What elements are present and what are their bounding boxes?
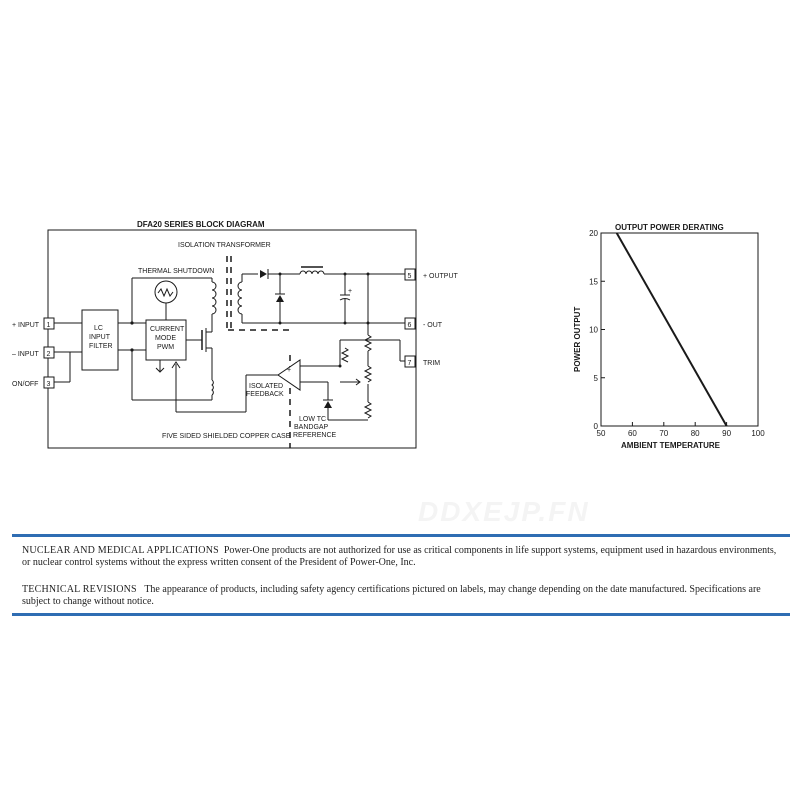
pin-5: 5 + OUTPUT — [404, 268, 459, 281]
x-tick-label: 90 — [722, 429, 731, 438]
technical-revisions-notice: TECHNICAL REVISIONS The appearance of pr… — [22, 584, 782, 608]
output-inductor — [299, 270, 325, 275]
bandgap-line-1: LOW TC — [299, 416, 326, 423]
y-tick-label: 0 — [594, 422, 599, 431]
y-tick-label: 15 — [589, 277, 598, 286]
thermal-shutdown-label: THERMAL SHUTDOWN — [138, 268, 214, 275]
notice-heading: NUCLEAR AND MEDICAL APPLICATIONS — [22, 545, 219, 556]
notices-section: NUCLEAR AND MEDICAL APPLICATIONS Power-O… — [12, 534, 790, 616]
y-tick-label: 5 — [594, 374, 599, 383]
feedback-amplifier: + ISOLATED FEEDBACK — [155, 359, 340, 413]
derating-line — [615, 232, 728, 427]
isolation-transformer-label: ISOLATION TRANSFORMER — [178, 242, 271, 249]
nuclear-medical-notice: NUCLEAR AND MEDICAL APPLICATIONS Power-O… — [22, 545, 782, 569]
pin-7-number: 7 — [408, 360, 412, 367]
pin-7: 7 TRIM — [404, 355, 440, 368]
notice-text-line-2: or nuclear control systems without the e… — [22, 557, 416, 568]
pin-6-number: 6 — [408, 322, 412, 329]
pwm-line-2: MODE — [155, 335, 176, 342]
notice-text-line-1: Power-One products are not authorized fo… — [223, 545, 777, 556]
bandgap-line-3: REFERENCE — [293, 432, 337, 439]
pin-2-number: 2 — [47, 351, 51, 358]
x-tick-label: 70 — [659, 429, 668, 438]
isolated-feedback-line-2: FEEDBACK — [246, 391, 284, 398]
notice-text-line-1: The appearance of products, including sa… — [144, 584, 761, 595]
pwm-line-1: CURRENT — [150, 326, 185, 333]
reference-network: LOW TC BANDGAP REFERENCE — [293, 321, 405, 439]
plot-frame — [600, 232, 759, 427]
notice-heading: TECHNICAL REVISIONS — [22, 584, 137, 595]
y-axis-label: POWER OUTPUT — [573, 307, 582, 372]
output-capacitor: + — [339, 272, 352, 325]
copper-case-label: FIVE SIDED SHIELDED COPPER CASE — [162, 433, 291, 440]
pin-6: 6 - OUT — [404, 317, 443, 330]
x-tick-label: 80 — [691, 429, 700, 438]
pin-1-label: + INPUT — [12, 322, 40, 329]
block-diagram-title: DFA20 SERIES BLOCK DIAGRAM — [137, 220, 265, 229]
pwm-block — [145, 319, 187, 361]
pin-3: ON/OFF 3 — [12, 376, 55, 389]
bottom-rule — [12, 613, 790, 616]
x-tick-label: 60 — [628, 429, 637, 438]
pin-1-number: 1 — [47, 322, 51, 329]
pin-5-number: 5 — [408, 273, 412, 280]
lc-filter-block — [81, 309, 119, 371]
pin-6-box — [404, 317, 416, 330]
pin-6-label: - OUT — [423, 322, 443, 329]
isolated-feedback-line-1: ISOLATED — [249, 383, 283, 390]
x-tick-label: 100 — [751, 429, 765, 438]
bandgap-line-2: BANDGAP — [294, 424, 329, 431]
pin-1: + INPUT 1 — [12, 317, 55, 330]
watermark-text: DDXEJP.FN — [418, 496, 590, 527]
lc-filter-line-2: INPUT — [89, 334, 111, 341]
pin-3-number: 3 — [47, 381, 51, 388]
secondary-winding — [237, 273, 405, 324]
capacitor-plus-sign: + — [348, 288, 352, 295]
svg-text:+: + — [287, 367, 291, 374]
pwm-line-3: PWM — [157, 344, 174, 351]
chart-title: OUTPUT POWER DERATING — [615, 223, 724, 232]
pin-2-label: – INPUT — [12, 351, 40, 358]
pin-5-label: + OUTPUT — [423, 273, 459, 280]
y-tick-label: 20 — [589, 229, 598, 238]
thermistor-zigzag — [157, 287, 174, 298]
top-rule — [12, 534, 790, 537]
notice-text-line-2: subject to change without notice. — [22, 596, 154, 607]
pin-7-label: TRIM — [423, 360, 440, 367]
x-tick-label: 50 — [597, 429, 606, 438]
x-axis-label: AMBIENT TEMPERATURE — [621, 441, 721, 450]
mosfet-switch — [186, 322, 213, 352]
derating-chart: OUTPUT POWER DERATING AMBIENT TEMPERATUR… — [573, 223, 765, 450]
pin-5-box — [404, 268, 416, 281]
pin-2: – INPUT 2 — [12, 346, 55, 359]
figure-area: DFA20 SERIES BLOCK DIAGRAM ISOLATION TRA… — [12, 220, 765, 450]
lc-filter-line-1: LC — [94, 325, 103, 332]
primary-winding — [211, 278, 217, 400]
rectifier — [260, 269, 300, 325]
pin-3-label: ON/OFF — [12, 381, 38, 388]
case-outline — [47, 229, 417, 449]
y-tick-label: 10 — [589, 326, 598, 335]
block-diagram: DFA20 SERIES BLOCK DIAGRAM ISOLATION TRA… — [12, 220, 459, 449]
lc-filter-line-3: FILTER — [89, 343, 113, 350]
input-wiring — [54, 277, 212, 401]
